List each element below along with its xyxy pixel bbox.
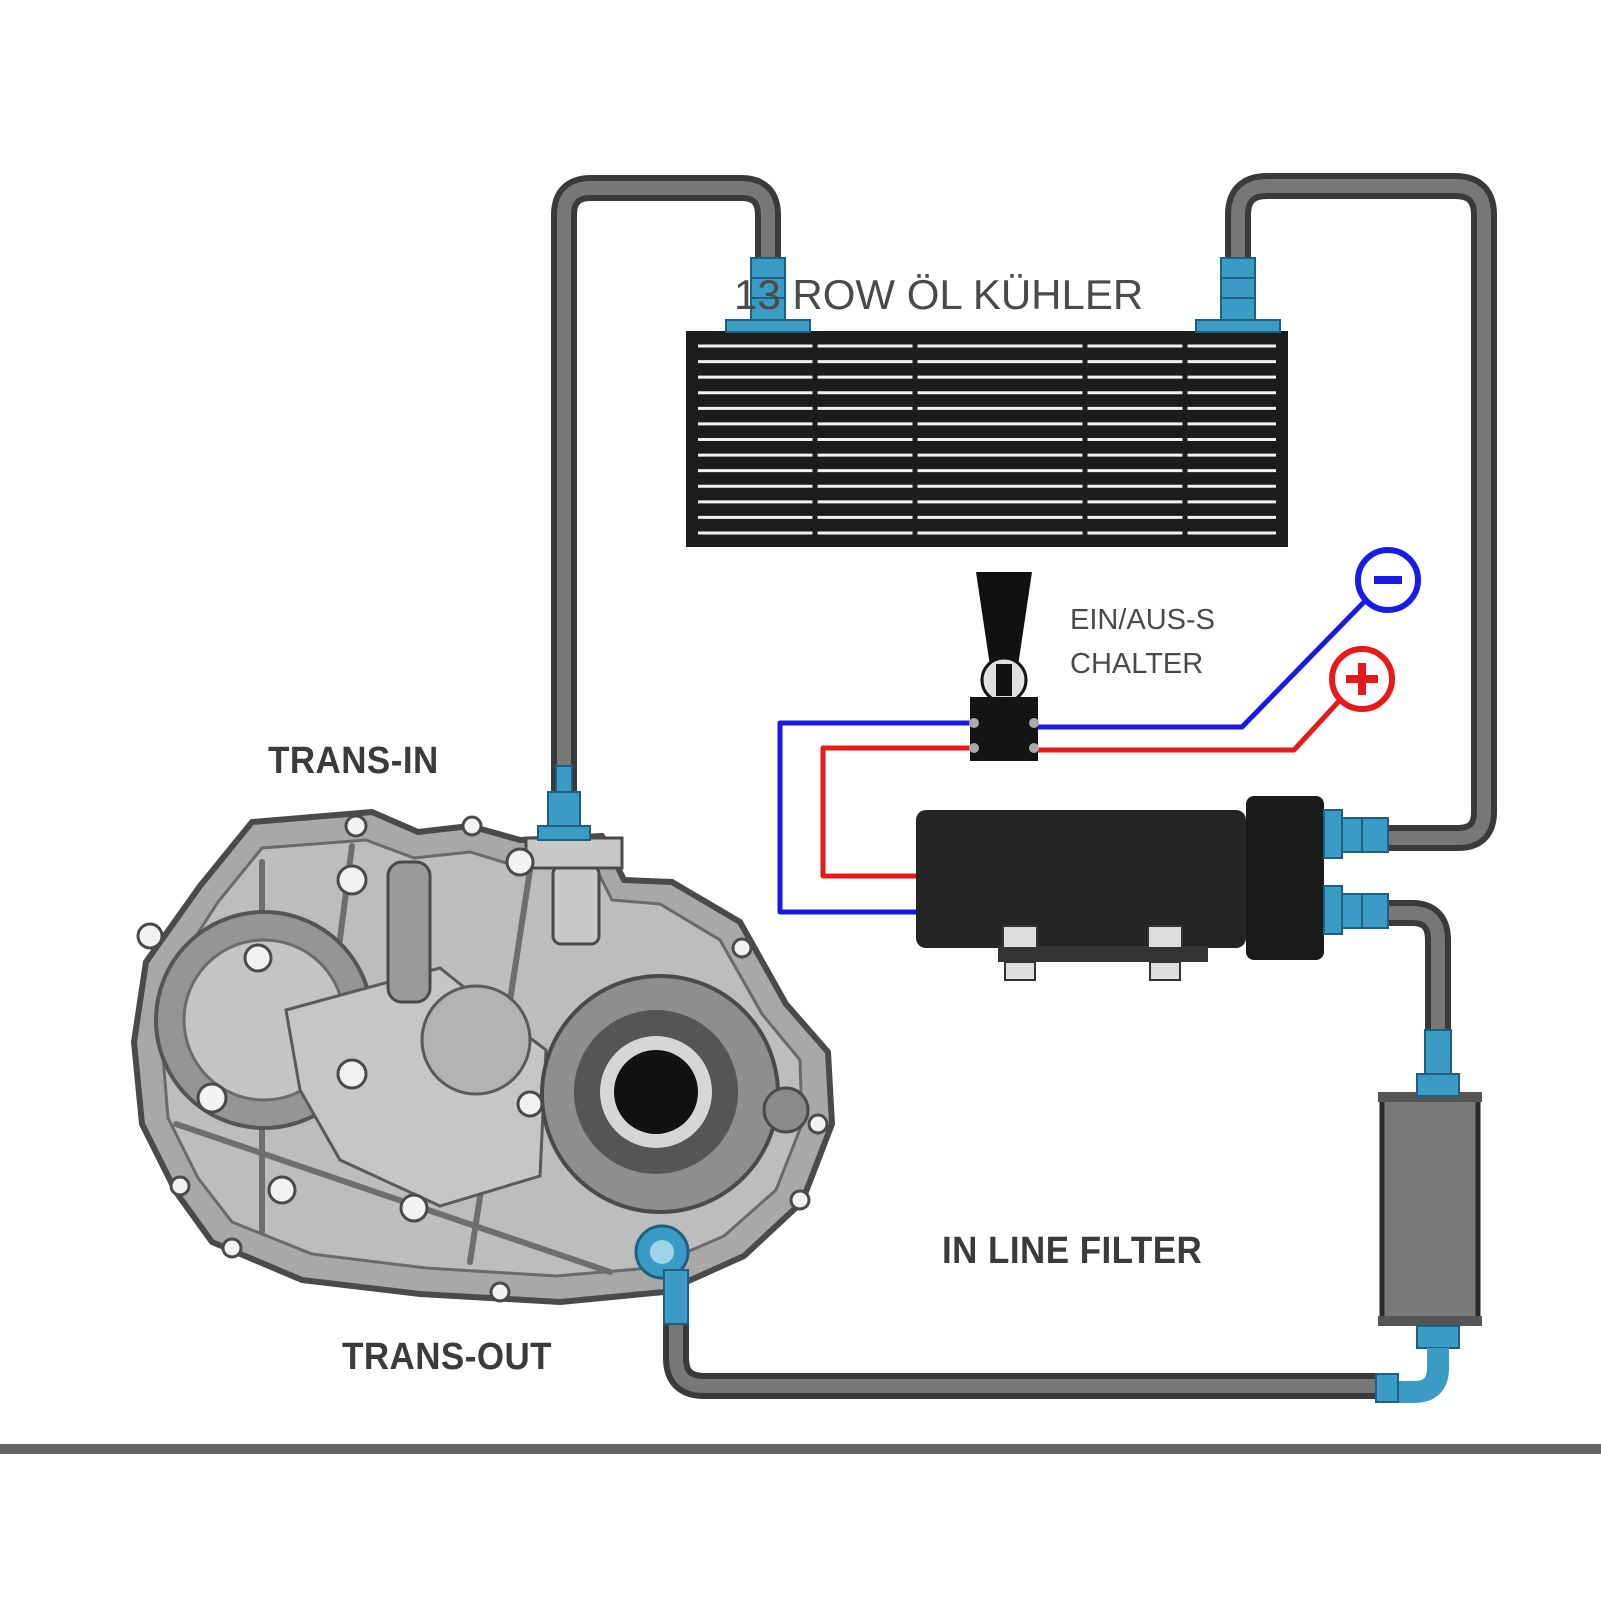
cooler-label: 13 ROW ÖL KÜHLER [734, 271, 1144, 318]
switch-label-line2: CHALTER [1070, 648, 1204, 680]
mount-bolt [1147, 925, 1183, 981]
hose-pump-to-filter [1373, 900, 1451, 1053]
pump-inlet-fitting [1323, 809, 1389, 859]
electric-pump [916, 796, 1324, 981]
cooler-outlet-fitting [1195, 257, 1281, 333]
plus-circle-icon [1329, 646, 1395, 712]
oil-cooler [686, 331, 1288, 547]
toggle-switch-icon [969, 572, 1039, 761]
wire-positive [820, 698, 1342, 879]
wire-negative [777, 600, 1366, 915]
minus-circle-icon [1355, 547, 1421, 613]
pump-outlet-fitting [1323, 885, 1389, 935]
trans-in-label: TRANS-IN [268, 740, 439, 782]
trans-out-fitting [634, 1224, 690, 1325]
switch-label-line1: EIN/AUS-S [1070, 604, 1216, 636]
cooler-inlet-fitting [725, 257, 811, 333]
filter-label: IN LINE FILTER [942, 1230, 1203, 1272]
hose-cooler-to-pump [1225, 173, 1497, 851]
transmission-casing [131, 809, 835, 1305]
mount-bolt [1002, 925, 1038, 981]
in-line-filter [1375, 1029, 1482, 1403]
cooler-fins [698, 344, 1276, 535]
trans-in-fitting [537, 765, 591, 841]
trans-out-label: TRANS-OUT [342, 1336, 553, 1378]
hose-filter-to-trans-out [663, 1277, 1399, 1399]
hose-trans-in-to-cooler [551, 175, 781, 803]
cooler-dividers [812, 336, 1188, 542]
bottom-rule [0, 1444, 1601, 1454]
